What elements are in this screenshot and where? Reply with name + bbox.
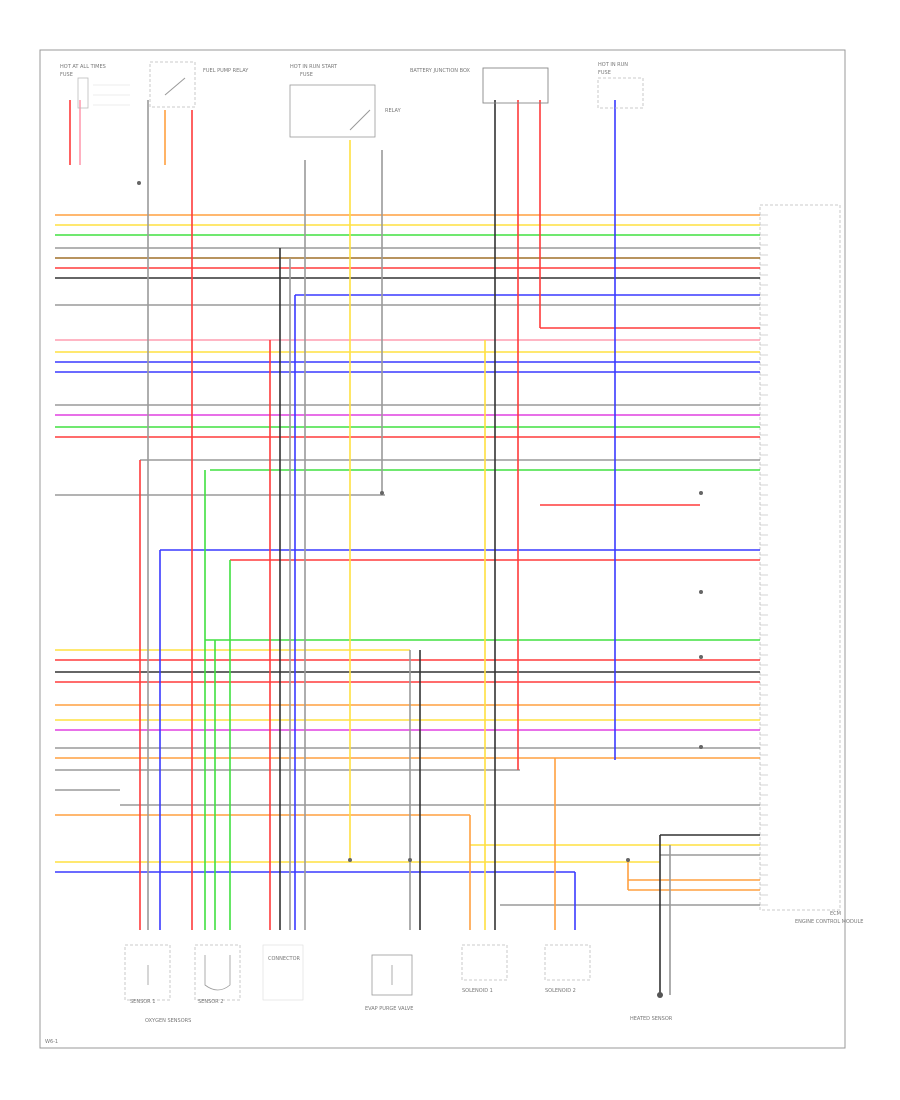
label-top-center-a: HOT IN RUN START <box>290 64 338 70</box>
label-top-right-a: HOT IN RUN <box>598 62 628 68</box>
label-top-left-b: FUSE <box>60 72 73 78</box>
battery-junction: BATTERY JUNCTION BOX <box>410 67 549 104</box>
fuse-block-center: HOT IN RUN START FUSE RELAY <box>289 64 402 138</box>
solenoid-2: SOLENOID 2 <box>544 944 591 994</box>
label-solenoid-2: SOLENOID 2 <box>545 988 576 994</box>
oxygen-sensor-1: SENSOR 1 <box>124 944 171 1005</box>
label-sensor-1: SENSOR 1 <box>130 999 155 1005</box>
label-ecm-sub: ENGINE CONTROL MODULE <box>795 919 863 925</box>
label-ecm-title: ECM <box>830 911 841 917</box>
fuse-block-left: HOT AT ALL TIMES FUSE <box>60 64 130 109</box>
label-battery-junction: BATTERY JUNCTION BOX <box>410 68 471 74</box>
solenoid-1: SOLENOID 1 <box>461 944 508 994</box>
oxygen-sensor-2: SENSOR 2 <box>194 944 241 1005</box>
label-relay: RELAY <box>385 108 402 114</box>
label-connector: CONNECTOR <box>268 956 301 962</box>
label-top-center-b: FUSE <box>300 72 313 78</box>
diagram-frame <box>39 49 846 1049</box>
label-vapor-valve: EVAP PURGE VALVE <box>365 1006 413 1012</box>
label-sensor-2: SENSOR 2 <box>198 999 223 1005</box>
label-oxygen-sensors: OXYGEN SENSORS <box>145 1018 191 1024</box>
ecm-connector-box <box>759 204 841 911</box>
label-solenoid-1: SOLENOID 1 <box>462 988 493 994</box>
ecm-title-block: ECM ENGINE CONTROL MODULE <box>795 911 863 925</box>
evap-purge-valve: EVAP PURGE VALVE <box>365 954 413 1012</box>
splice-markers <box>137 181 703 998</box>
connector-block-1: CONNECTOR <box>262 944 304 1001</box>
heated-sensor: HEATED SENSOR <box>630 1016 673 1022</box>
label-heated-sensor: HEATED SENSOR <box>630 1016 673 1022</box>
label-top-right-b: FUSE <box>598 70 611 76</box>
label-top-left-a: HOT AT ALL TIMES <box>60 64 106 70</box>
relay-switch-left: FUEL PUMP RELAY <box>149 61 249 108</box>
ecm-pins <box>760 214 768 906</box>
label-fuel-pump-relay: FUEL PUMP RELAY <box>203 68 249 74</box>
fuse-block-right: HOT IN RUN FUSE <box>597 62 644 109</box>
footer-code: W6-1 <box>45 1039 58 1045</box>
vertical-wires <box>69 100 671 995</box>
